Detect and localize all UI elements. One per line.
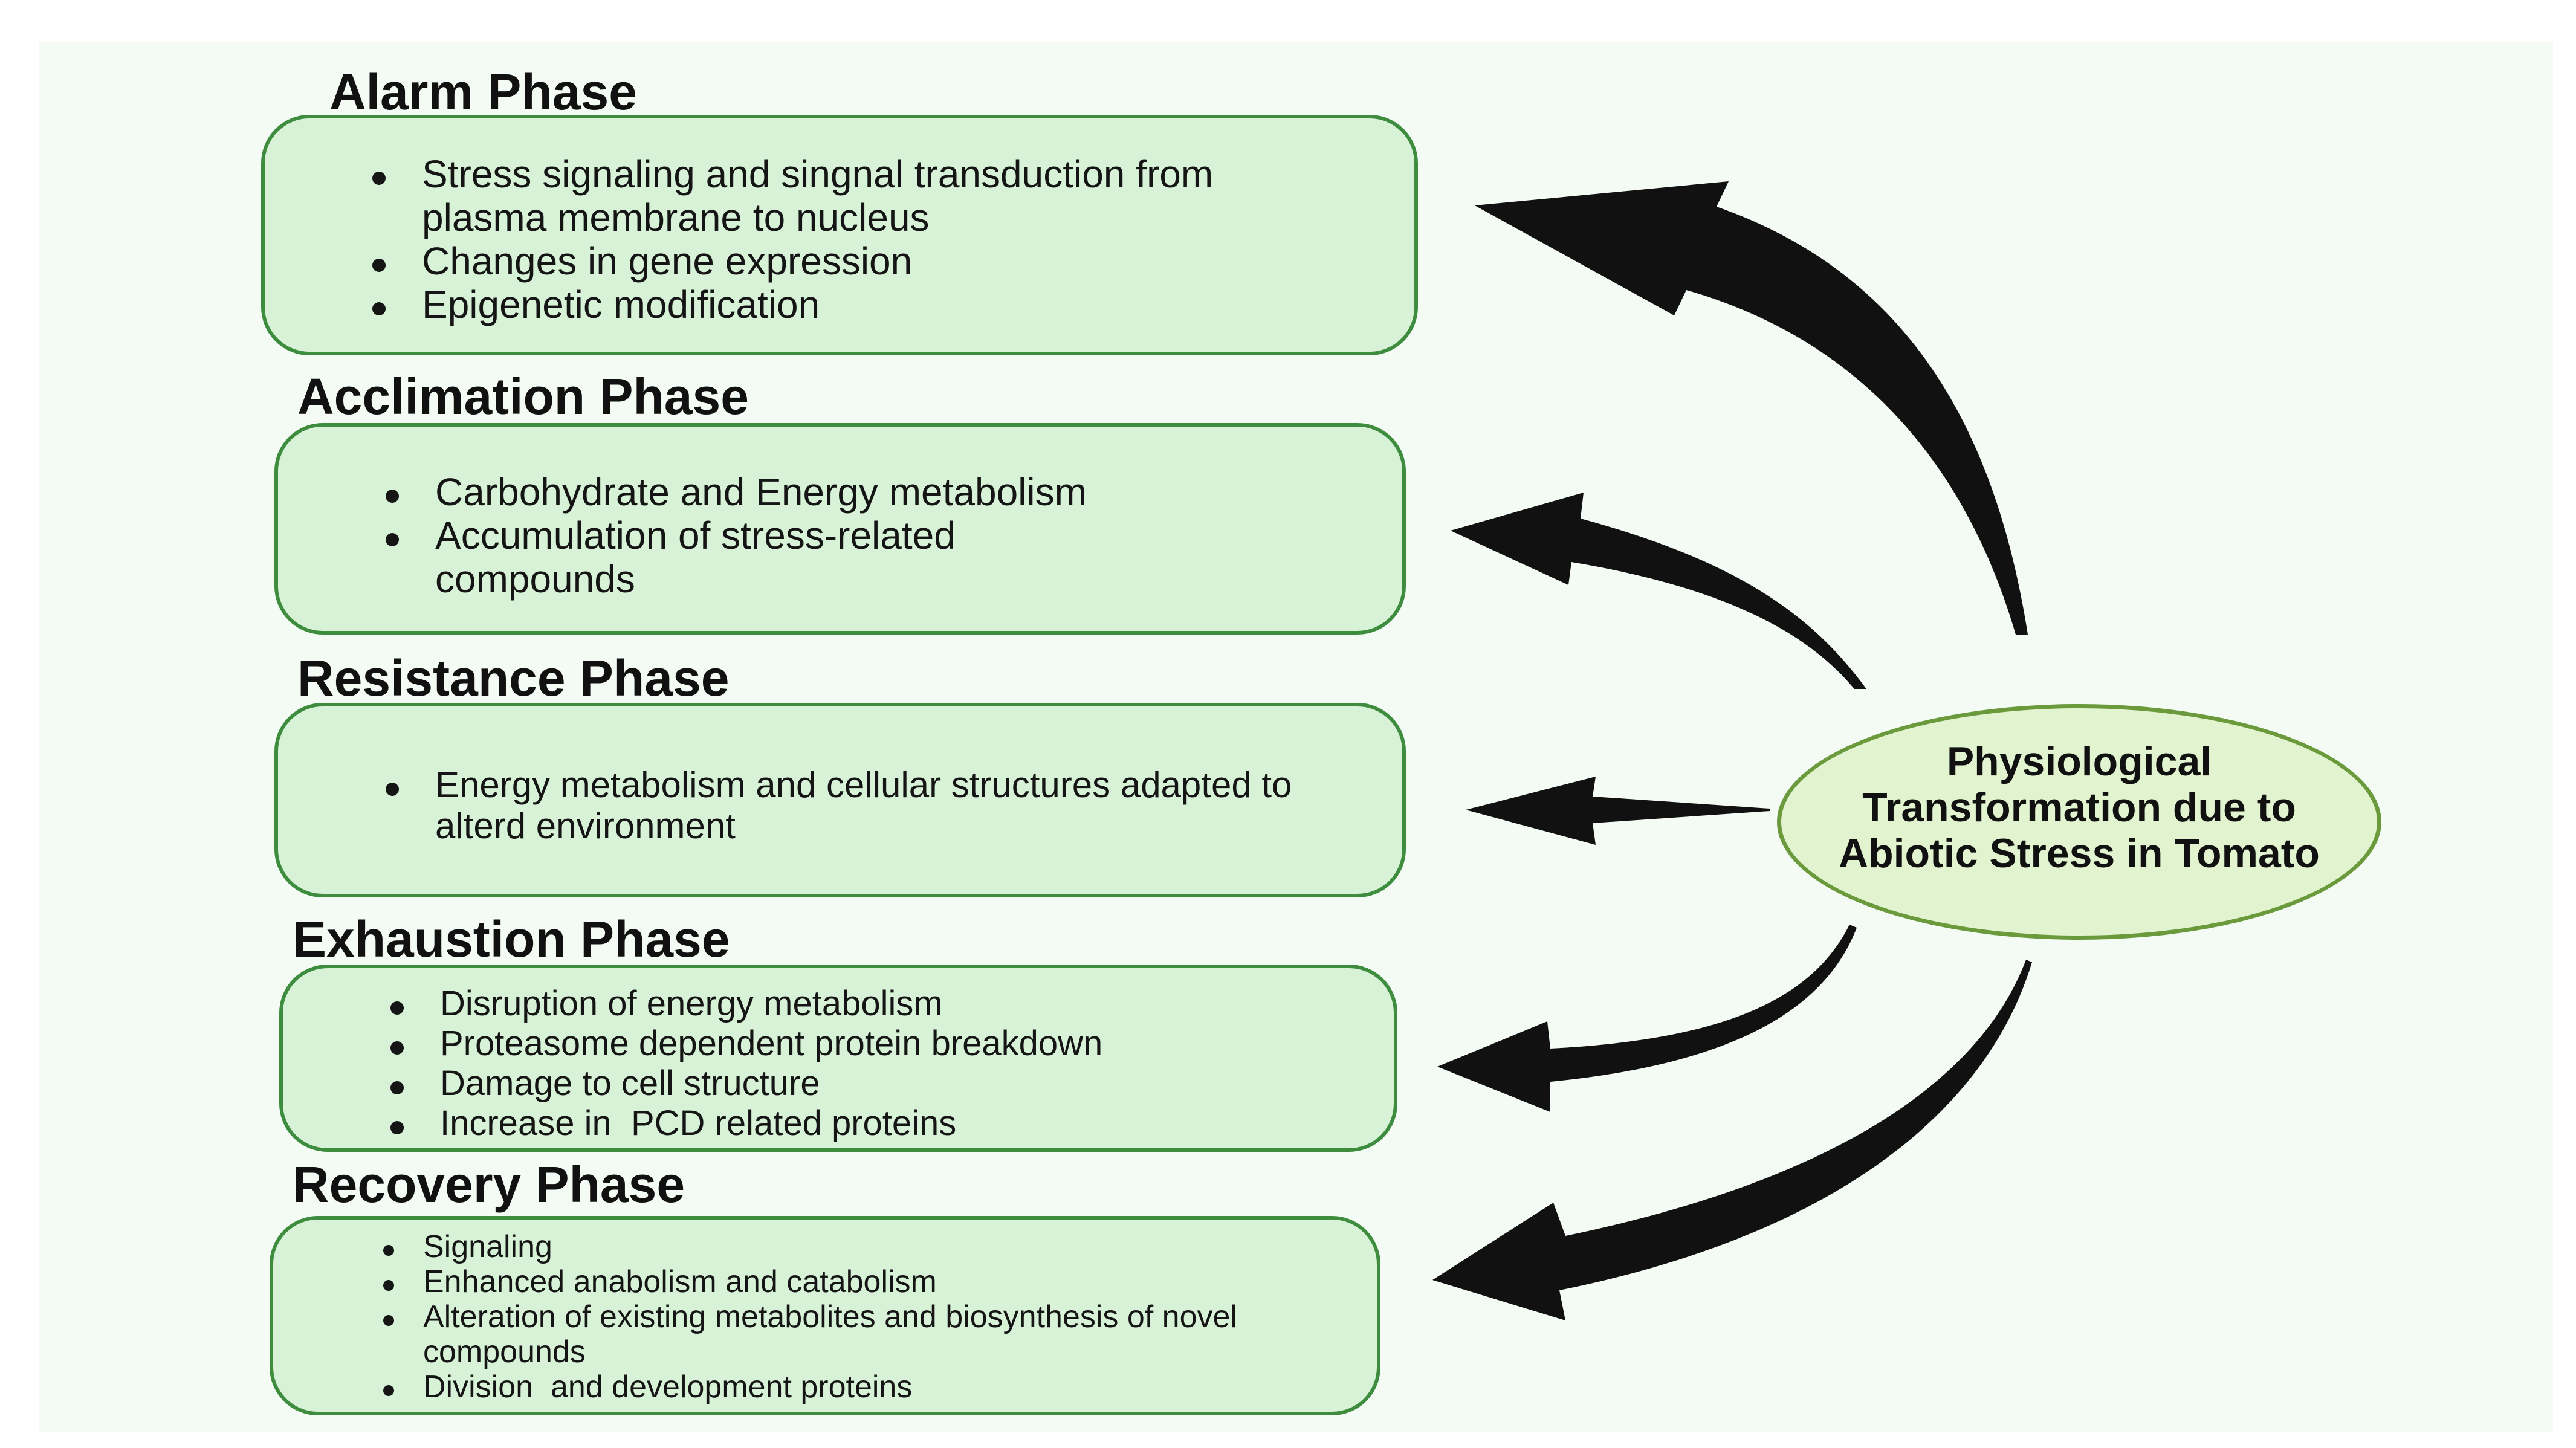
arrow-to-resistance-phase xyxy=(1466,777,1770,845)
list-item: Changes in gene expression xyxy=(367,239,1328,283)
exhaustion-phase-list: Disruption of energy metabolism Proteaso… xyxy=(386,984,1102,1143)
physiological-transformation-ellipse: Physiological Transformation due to Abio… xyxy=(1777,704,2381,940)
arrow-to-recovery-phase xyxy=(1432,960,2032,1320)
list-item: Increase in PCD related proteins xyxy=(386,1104,1102,1143)
list-item: Proteasome dependent protein breakdown xyxy=(386,1024,1102,1064)
resistance-phase-box: Energy metabolism and cellular structure… xyxy=(274,703,1406,897)
arrow-to-acclimation-phase xyxy=(1451,493,1866,689)
list-item: Alteration of existing metabolites and b… xyxy=(372,1299,1306,1369)
arrow-to-alarm-phase xyxy=(1475,181,2028,635)
resistance-phase-title: Resistance Phase xyxy=(297,650,730,706)
resistance-phase-list: Energy metabolism and cellular structure… xyxy=(381,764,1342,847)
list-item: Accumulation of stress-related compounds xyxy=(381,514,1160,601)
list-item: Damage to cell structure xyxy=(386,1064,1102,1104)
list-item: Division and development proteins xyxy=(372,1369,1306,1404)
list-item: Enhanced anabolism and catabolism xyxy=(372,1264,1306,1299)
exhaustion-phase-box: Disruption of energy metabolism Proteaso… xyxy=(279,965,1397,1152)
list-item: Epigenetic modification xyxy=(367,283,1328,326)
list-item: Energy metabolism and cellular structure… xyxy=(381,764,1342,847)
alarm-phase-box: Stress signaling and singnal transductio… xyxy=(261,115,1418,355)
list-item: Carbohydrate and Energy metabolism xyxy=(381,470,1160,514)
recovery-phase-title: Recovery Phase xyxy=(293,1156,685,1213)
acclimation-phase-list: Carbohydrate and Energy metabolism Accum… xyxy=(381,470,1160,601)
recovery-phase-box: Signaling Enhanced anabolism and catabol… xyxy=(270,1216,1380,1415)
arrow-to-exhaustion-phase xyxy=(1437,925,1857,1112)
acclimation-phase-title: Acclimation Phase xyxy=(297,368,749,425)
ellipse-label: Physiological Transformation due to Abio… xyxy=(1839,739,2320,876)
exhaustion-phase-title: Exhaustion Phase xyxy=(293,911,730,968)
recovery-phase-list: Signaling Enhanced anabolism and catabol… xyxy=(372,1229,1306,1404)
alarm-phase-list: Stress signaling and singnal transductio… xyxy=(367,152,1328,326)
list-item: Signaling xyxy=(372,1229,1306,1264)
acclimation-phase-box: Carbohydrate and Energy metabolism Accum… xyxy=(274,423,1406,635)
list-item: Stress signaling and singnal transductio… xyxy=(367,152,1328,239)
alarm-phase-title: Alarm Phase xyxy=(329,63,637,120)
list-item: Disruption of energy metabolism xyxy=(386,984,1102,1024)
